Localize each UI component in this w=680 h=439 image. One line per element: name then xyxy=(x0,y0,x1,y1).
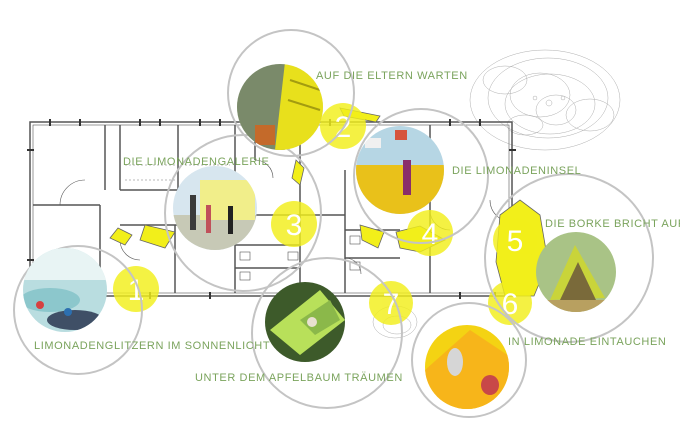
label-appletree: UNTER DEM APFELBAUM TRÄUMEN xyxy=(195,372,403,384)
label-bark: DIE BORKE BRICHT AUF xyxy=(545,218,680,230)
callout-rings xyxy=(13,29,654,418)
number-7: 7 xyxy=(383,288,400,321)
photo-slide xyxy=(425,325,509,409)
number-5: 5 xyxy=(507,225,524,258)
number-4: 4 xyxy=(422,218,439,251)
label-dive: IN LIMONADE EINTAUCHEN xyxy=(508,336,667,348)
number-3: 3 xyxy=(286,209,303,242)
number-circles xyxy=(113,103,537,325)
photo-island xyxy=(356,126,444,214)
label-glitter: LIMONADENGLITZERN IM SONNENLICHT xyxy=(34,340,271,352)
label-waiting: AUF DIE ELTERN WARTEN xyxy=(316,70,468,82)
photo-appletree xyxy=(265,282,345,362)
photo-gallery xyxy=(173,166,257,250)
label-gallery: DIE LIMONADENGALERIE xyxy=(123,156,270,168)
tree-scribble xyxy=(469,49,621,151)
photo-bark xyxy=(536,232,616,312)
photo-glitter xyxy=(23,248,107,332)
label-island: DIE LIMONADENINSEL xyxy=(452,165,582,177)
